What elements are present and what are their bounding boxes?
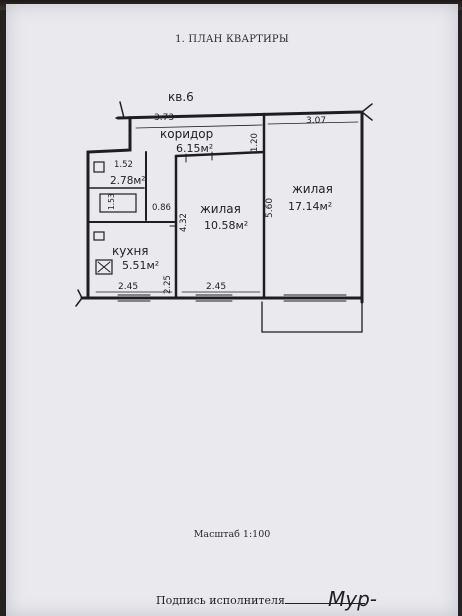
wall-corridor-bottom bbox=[174, 150, 266, 158]
room-area-living-1: 10.58м² bbox=[204, 219, 248, 232]
dim-4-32: 4.32 bbox=[179, 213, 189, 232]
dim-3-73: 3.73 bbox=[154, 113, 174, 123]
room-area-corridor: 6.15м² bbox=[176, 142, 213, 155]
dim-2-45-kitchen: 2.45 bbox=[118, 282, 138, 292]
dim-2-25: 2.25 bbox=[163, 275, 173, 294]
door-room-1 bbox=[185, 151, 213, 163]
dim-1-52: 1.52 bbox=[114, 160, 133, 170]
stove-cross bbox=[97, 261, 111, 273]
outer-wall-left bbox=[86, 116, 132, 300]
dim-2-45-room: 2.45 bbox=[206, 282, 226, 292]
dimension-line-right bbox=[267, 121, 359, 125]
signature-label: Подпись исполнителя bbox=[156, 594, 285, 607]
scale-label: Масштаб 1:100 bbox=[193, 529, 271, 540]
wall-stub-right bbox=[360, 103, 373, 121]
window-kitchen bbox=[117, 294, 151, 302]
balcony bbox=[261, 301, 363, 333]
page-title: 1. ПЛАН КВАРТИРЫ bbox=[175, 34, 289, 45]
wall-stub-bottom bbox=[75, 289, 83, 307]
stove bbox=[95, 259, 113, 275]
apartment-label: кв.6 bbox=[168, 90, 194, 104]
document-sheet: 1. ПЛАН КВАРТИРЫ Масштаб 1:100 Подпись и… bbox=[6, 4, 458, 616]
room-name-kitchen: кухня bbox=[112, 244, 149, 258]
room-area-bathroom: 2.78м² bbox=[110, 175, 146, 187]
dim-1-53: 1.53 bbox=[107, 193, 116, 210]
room-name-living-1: жилая bbox=[200, 202, 241, 216]
room-area-kitchen: 5.51м² bbox=[122, 259, 159, 272]
dim-1-20: 1.20 bbox=[250, 133, 260, 152]
kitchen-sink bbox=[93, 231, 105, 241]
bathtub bbox=[99, 193, 137, 213]
room-name-living-2: жилая bbox=[292, 182, 333, 196]
outer-wall-top bbox=[116, 110, 362, 120]
window-room-2 bbox=[283, 294, 347, 302]
toilet bbox=[93, 161, 105, 173]
room-area-living-2: 17.14м² bbox=[288, 200, 332, 213]
signature-scrawl: Мур- bbox=[328, 587, 377, 611]
dimension-line-corridor bbox=[135, 124, 263, 129]
room-name-corridor: коридор bbox=[160, 127, 213, 141]
dim-0-86: 0.86 bbox=[152, 203, 171, 213]
wall-stub-left bbox=[115, 101, 125, 119]
dim-5-60: 5.60 bbox=[265, 198, 275, 218]
signature-line: Подпись исполнителя bbox=[156, 594, 365, 607]
dim-3-07: 3.07 bbox=[306, 116, 326, 126]
window-room-1 bbox=[195, 294, 233, 302]
